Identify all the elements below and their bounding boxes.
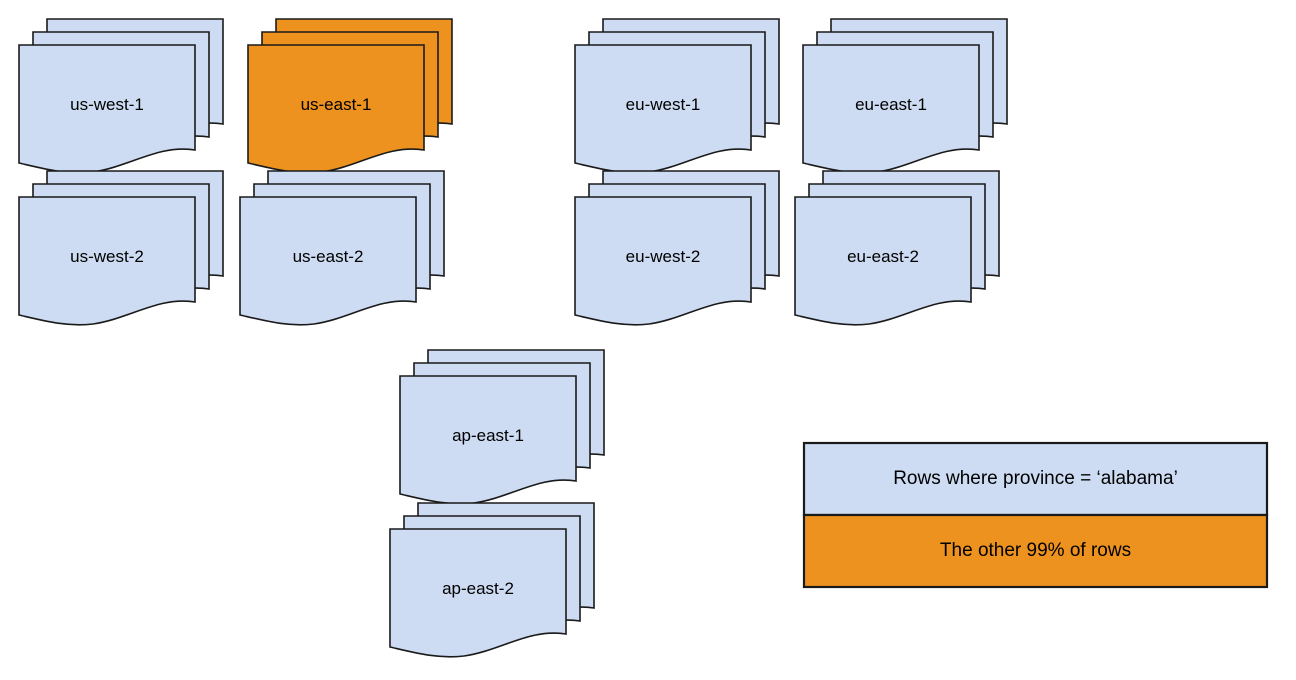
shard-stack-us-east-1[interactable] xyxy=(247,18,453,174)
legend-row-other[interactable] xyxy=(802,513,1269,589)
shard-stack-eu-east-2[interactable] xyxy=(794,170,1000,326)
shard-stack-us-west-1[interactable] xyxy=(18,18,224,174)
shard-stack-us-east-2[interactable] xyxy=(239,170,445,326)
shard-stack-eu-west-2[interactable] xyxy=(574,170,780,326)
shard-stack-eu-east-1[interactable] xyxy=(802,18,1008,174)
legend-row-normal[interactable] xyxy=(802,441,1269,517)
shard-stack-ap-east-2[interactable] xyxy=(389,502,595,658)
shard-stack-us-west-2[interactable] xyxy=(18,170,224,326)
shard-stack-ap-east-1[interactable] xyxy=(399,349,605,505)
shard-stack-eu-west-1[interactable] xyxy=(574,18,780,174)
legend-layer xyxy=(802,441,1269,589)
